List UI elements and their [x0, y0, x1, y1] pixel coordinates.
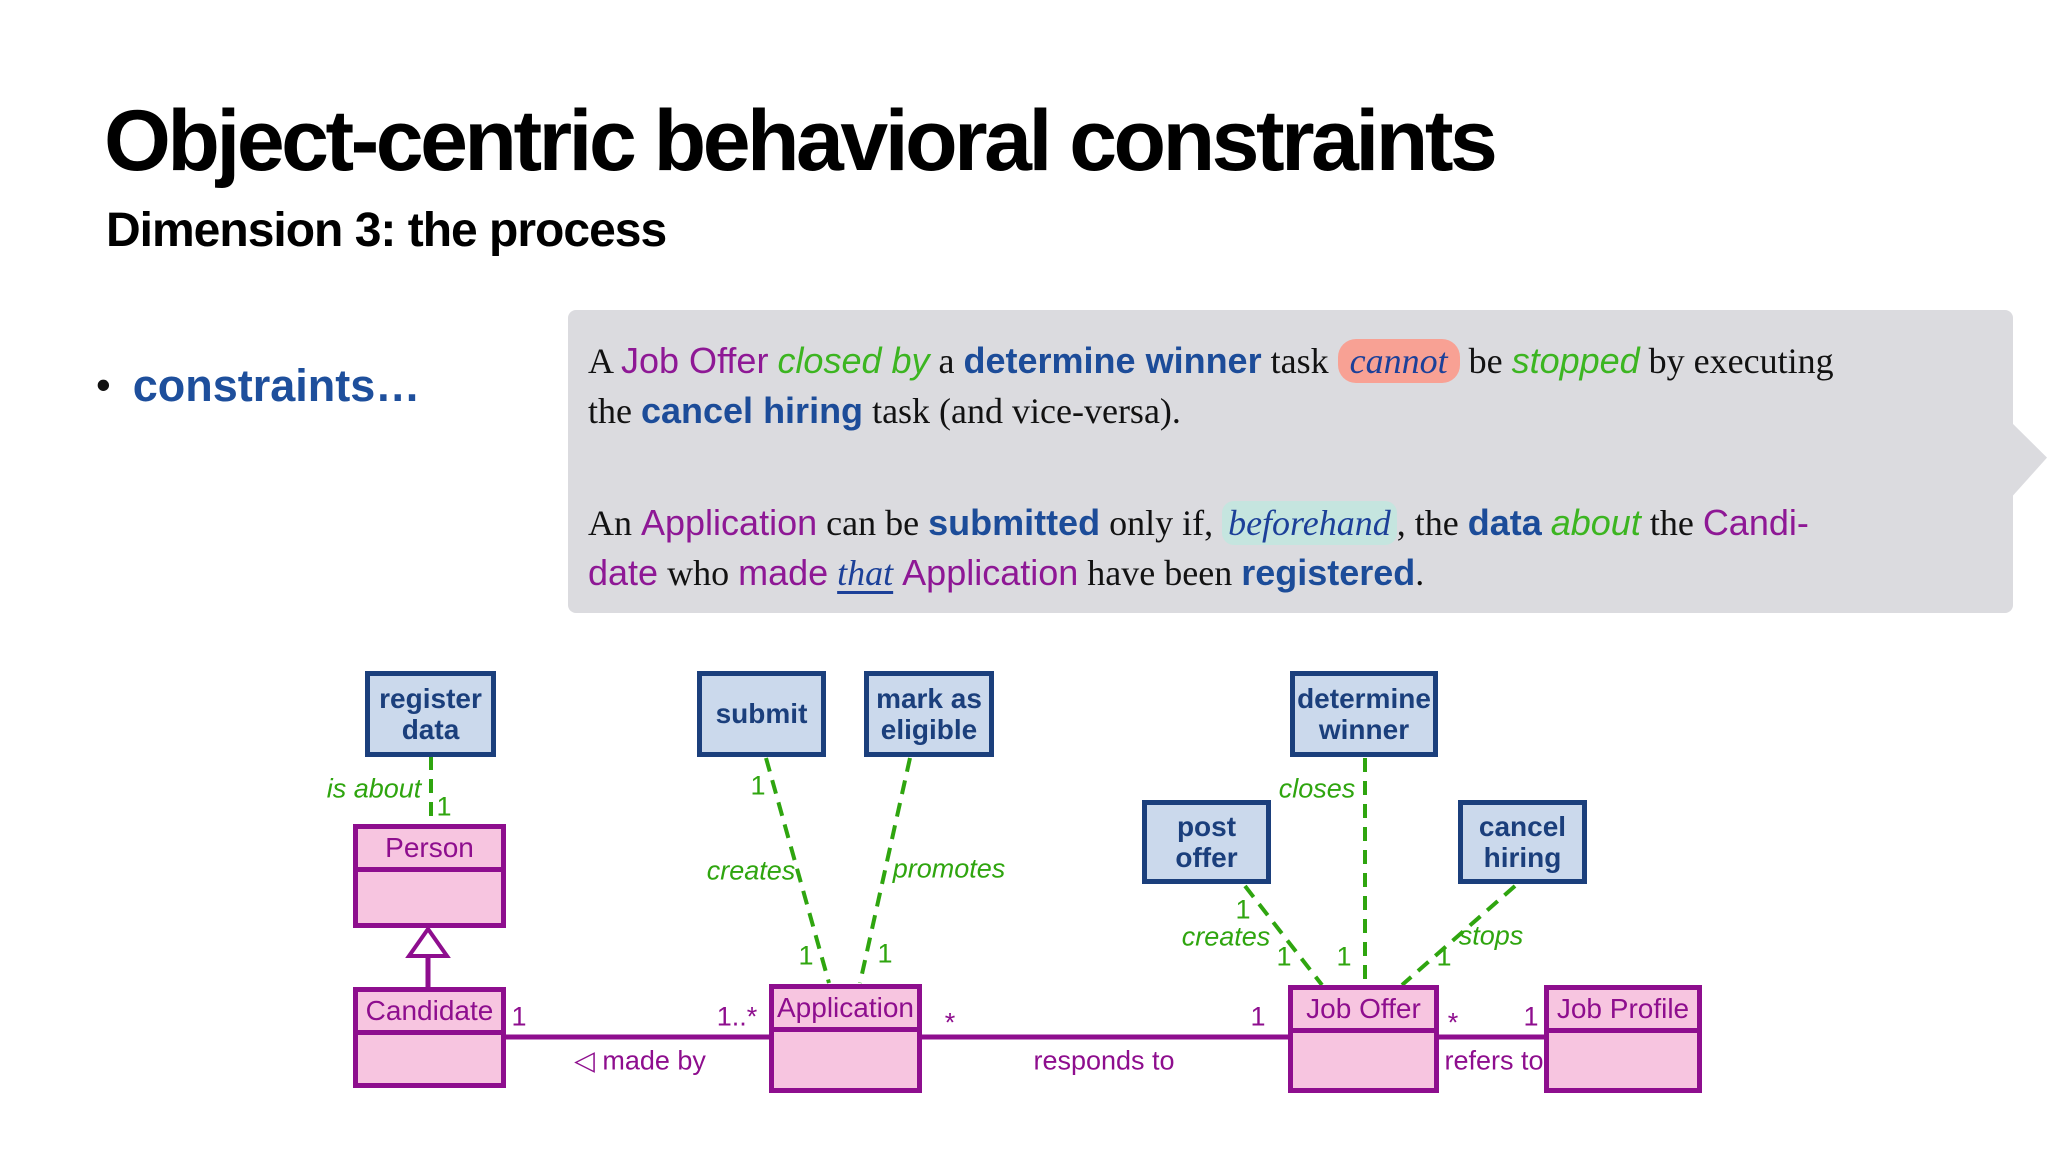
mult-candidate-1: 1 — [511, 1001, 527, 1032]
term-application: Application — [641, 502, 818, 543]
mult-submit-1: 1 — [750, 770, 766, 801]
text-segment: can be — [817, 503, 929, 543]
mult-offer-creates-1: 1 — [1276, 941, 1292, 972]
text-segment: task (and vice-versa). — [863, 391, 1181, 431]
text-segment: An — [588, 503, 641, 543]
bullet-item: • constraints… — [96, 360, 421, 411]
class-person-name: Person — [358, 829, 501, 872]
class-job-profile: Job Profile — [1544, 985, 1702, 1093]
mult-offer-closes-1: 1 — [1336, 941, 1352, 972]
text-segment: , the — [1396, 503, 1468, 543]
mult-is-about-1: 1 — [436, 791, 452, 822]
term-stopped: stopped — [1511, 340, 1640, 381]
class-person-body — [358, 872, 501, 923]
task-submit: submit — [697, 671, 826, 757]
link-postoffer-joboffer — [1243, 884, 1324, 987]
class-candidate-name: Candidate — [358, 992, 501, 1035]
text-segment: . — [1415, 553, 1425, 593]
bullet-marker: • — [96, 361, 111, 408]
highlight-cannot: cannot — [1337, 339, 1460, 383]
link-submit-application — [764, 757, 831, 984]
link-eligible-application — [858, 757, 912, 984]
label-promotes: promotes — [892, 853, 1006, 884]
mult-application-star: * — [944, 1007, 956, 1038]
mult-application-1star: 1..* — [716, 1001, 758, 1032]
class-job-profile-body — [1549, 1033, 1697, 1088]
term-data: data — [1467, 502, 1542, 543]
speech-bubble: A Job Offer closed by a determine winner… — [568, 310, 2047, 613]
mult-post-1: 1 — [1235, 894, 1251, 925]
term-that: that — [837, 553, 894, 593]
term-job-offer: Job Offer — [621, 340, 769, 381]
mult-app-promotes-1: 1 — [877, 938, 893, 969]
task-mark-as-eligible: mark as eligible — [864, 671, 994, 757]
text-segment: be — [1459, 341, 1512, 381]
class-job-profile-name: Job Profile — [1549, 990, 1697, 1033]
link-cancel-joboffer — [1400, 884, 1517, 987]
constraint-text-2: An Application can be submitted only if,… — [588, 498, 1993, 598]
class-candidate-body — [358, 1035, 501, 1083]
text-segment: have been — [1078, 553, 1242, 593]
label-creates-offer: creates — [1181, 921, 1271, 952]
mult-offer-stops-1: 1 — [1436, 941, 1452, 972]
text-segment: A — [588, 341, 622, 381]
class-job-offer-body — [1293, 1033, 1434, 1088]
text-segment: by executing — [1639, 341, 1834, 381]
class-application: Application — [769, 984, 922, 1093]
class-person: Person — [353, 824, 506, 928]
constraint-text-1: A Job Offer closed by a determine winner… — [588, 336, 1993, 436]
term-closed-by: closed by — [777, 340, 930, 381]
task-determine-winner: determine winner — [1290, 671, 1438, 757]
term-made: made — [738, 552, 829, 593]
term-application-2: Application — [902, 552, 1079, 593]
text-segment: a — [929, 341, 964, 381]
text-segment: only if, — [1100, 503, 1223, 543]
class-candidate: Candidate — [353, 987, 506, 1088]
label-stops: stops — [1458, 920, 1524, 951]
mult-joboffer-star: * — [1447, 1007, 1459, 1038]
label-creates-application: creates — [706, 855, 796, 886]
term-candidate-cont: date — [588, 552, 659, 593]
label-refers-to: refers to — [1444, 1045, 1544, 1076]
text-segment: task — [1261, 341, 1338, 381]
generalization-arrowhead — [405, 925, 451, 958]
class-job-offer-name: Job Offer — [1293, 990, 1434, 1033]
label-responds-to: responds to — [1033, 1045, 1175, 1076]
text-segment: who — [658, 553, 739, 593]
term-candidate: Candi- — [1702, 502, 1809, 543]
term-cancel-hiring: cancel hiring — [640, 390, 864, 431]
class-application-body — [774, 1032, 917, 1088]
term-determine-winner: determine winner — [963, 340, 1262, 381]
term-registered: registered — [1241, 552, 1416, 593]
bullet-label: constraints… — [132, 360, 421, 411]
mult-jobprofile-1: 1 — [1523, 1001, 1539, 1032]
text-segment: the — [1640, 503, 1703, 543]
page-subtitle: Dimension 3: the process — [106, 204, 667, 257]
label-made-by: ◁ made by — [574, 1045, 706, 1076]
task-post-offer: post offer — [1142, 800, 1271, 884]
highlight-beforehand: beforehand — [1222, 501, 1397, 545]
text-segment: the — [588, 391, 641, 431]
label-is-about: is about — [326, 773, 422, 804]
term-submitted: submitted — [928, 502, 1101, 543]
class-application-name: Application — [774, 989, 917, 1032]
label-closes: closes — [1278, 773, 1356, 804]
class-job-offer: Job Offer — [1288, 985, 1439, 1093]
task-cancel-hiring: cancel hiring — [1458, 800, 1587, 884]
page-title: Object-centric behavioral constraints — [104, 93, 1498, 189]
term-about: about — [1550, 502, 1641, 543]
mult-joboffer-1: 1 — [1250, 1001, 1266, 1032]
task-register-data: register data — [365, 671, 496, 757]
mult-app-creates-1: 1 — [798, 940, 814, 971]
